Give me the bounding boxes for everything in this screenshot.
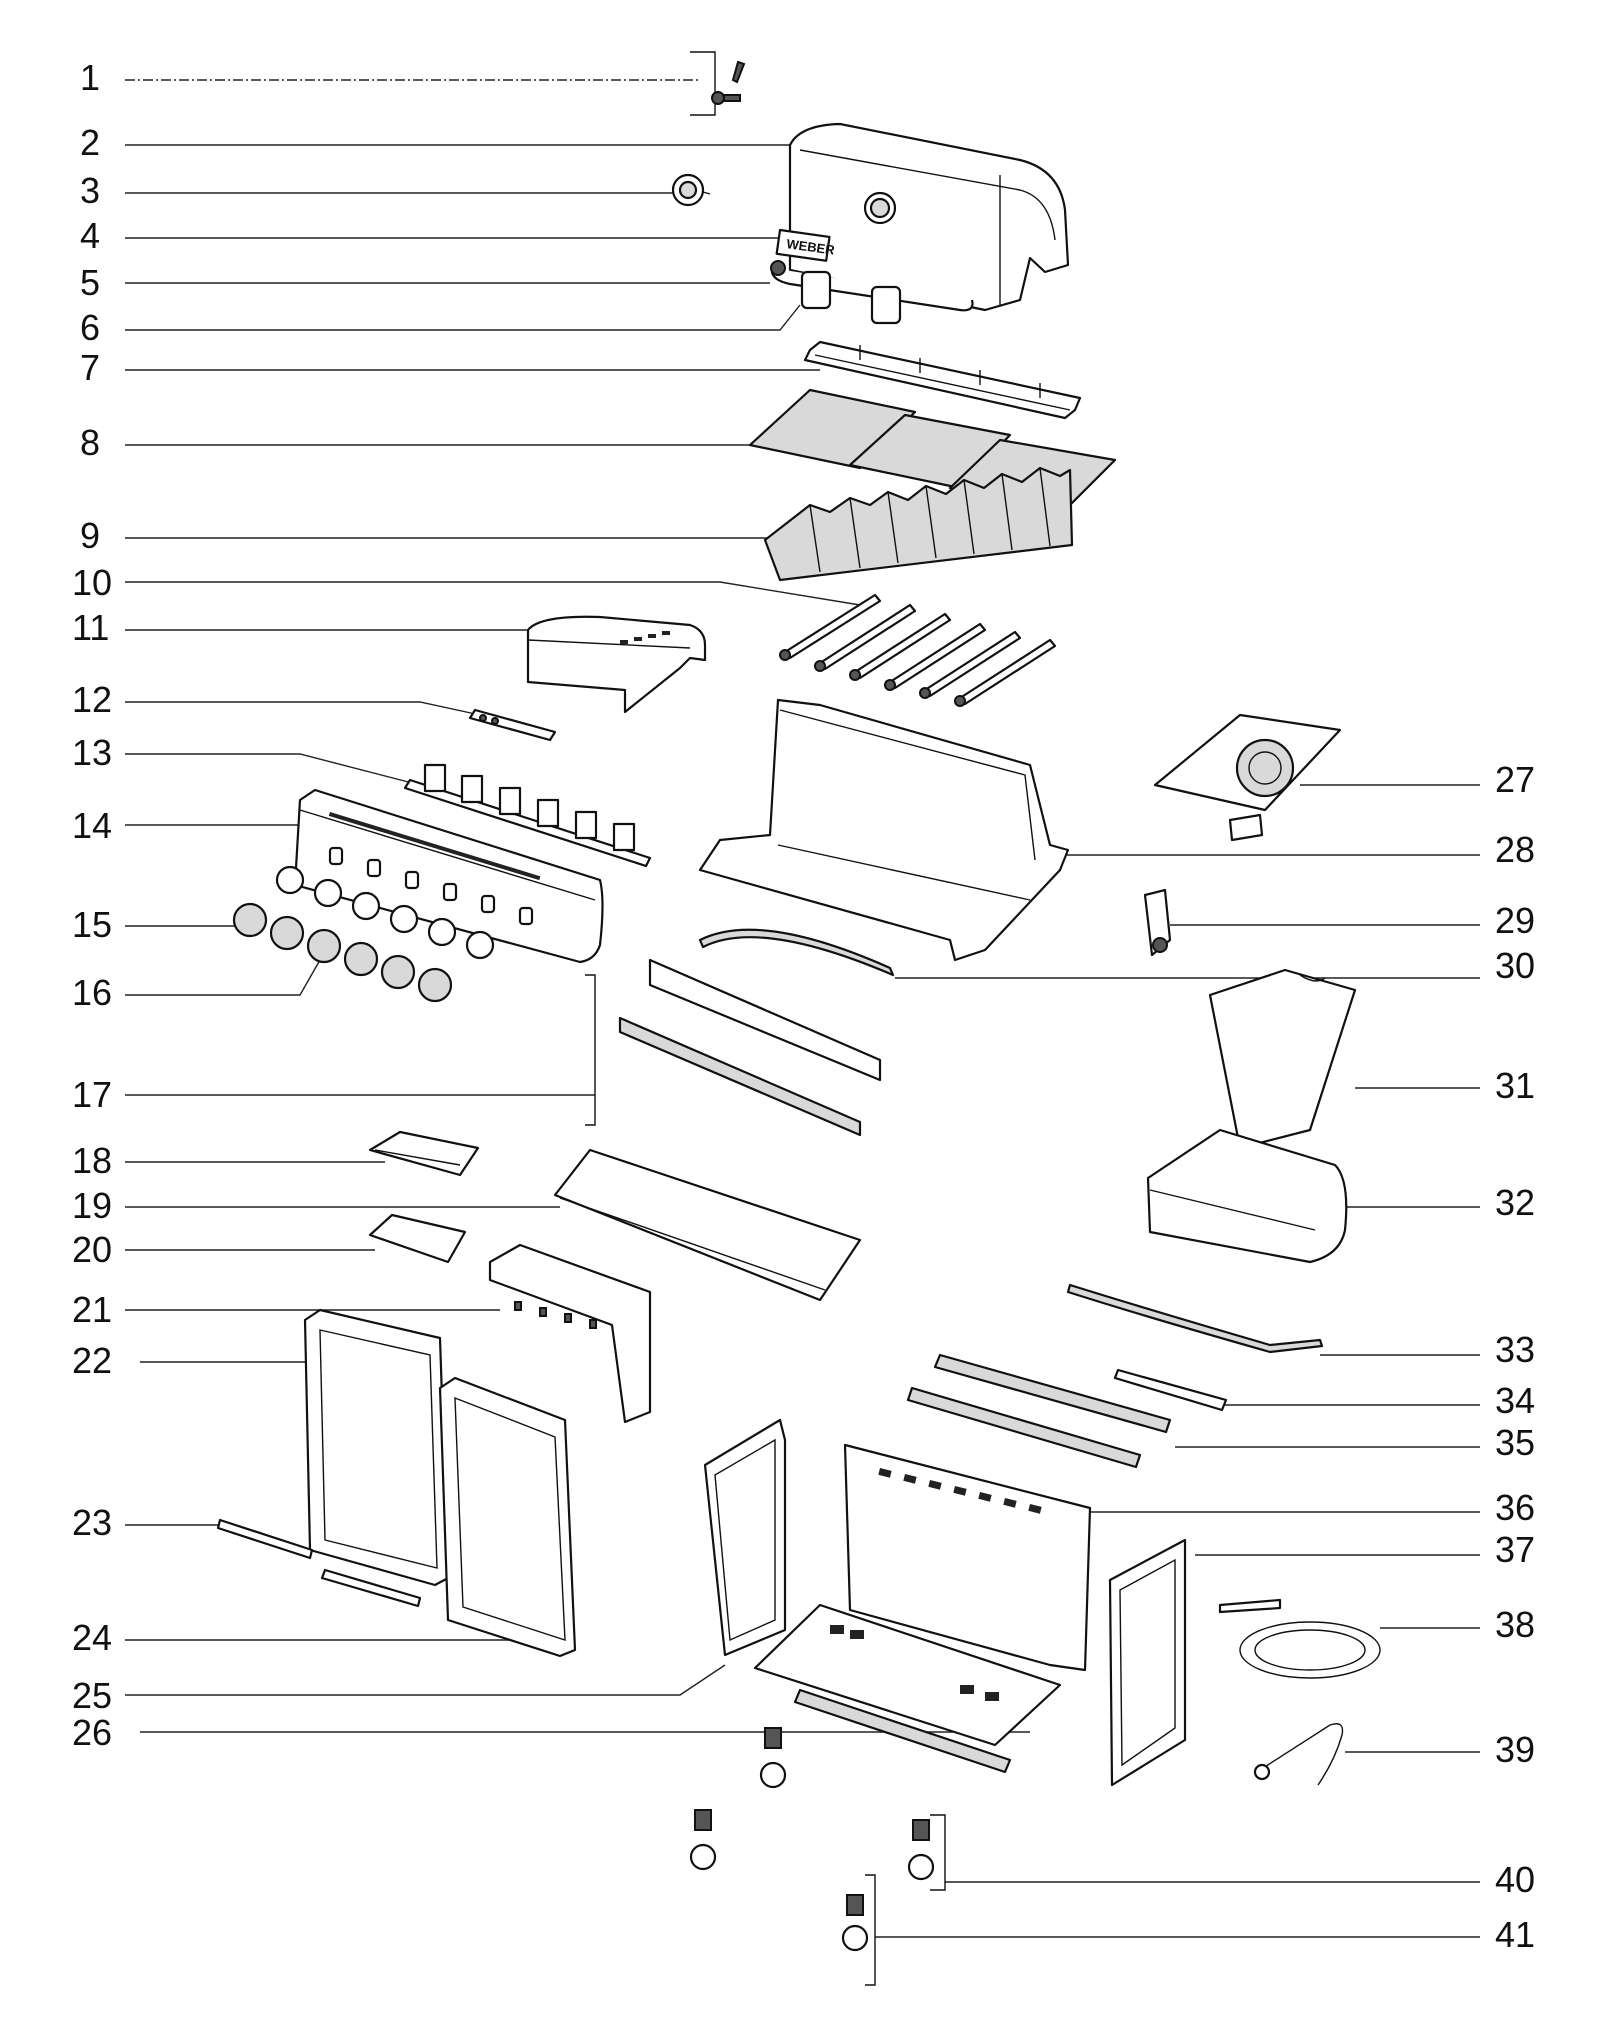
callout-33: 33 bbox=[1495, 1329, 1535, 1370]
part-1-screws bbox=[690, 51, 746, 116]
part-20-catch-pan bbox=[368, 1213, 467, 1264]
part-18-drip-tray bbox=[368, 1130, 480, 1177]
callouts-right: 27 28 29 30 31 32 33 34 35 36 37 38 39 4… bbox=[1495, 759, 1535, 1955]
callout-14: 14 bbox=[72, 805, 112, 846]
callout-2: 2 bbox=[80, 122, 100, 163]
callout-25: 25 bbox=[72, 1675, 112, 1716]
part-27-side-burner bbox=[1153, 713, 1342, 842]
callout-26: 26 bbox=[72, 1712, 112, 1753]
callout-13: 13 bbox=[72, 732, 112, 773]
part-17-heat-shields bbox=[585, 958, 882, 1137]
callout-10: 10 bbox=[72, 562, 112, 603]
part-38-gas-hose bbox=[1218, 1598, 1381, 1679]
callout-5: 5 bbox=[80, 262, 100, 303]
callout-1: 1 bbox=[80, 57, 100, 98]
callouts-left: 1 2 3 4 5 6 7 8 9 10 11 12 13 14 15 16 1… bbox=[72, 57, 112, 1753]
callout-6: 6 bbox=[80, 307, 100, 348]
callout-24: 24 bbox=[72, 1617, 112, 1658]
callout-19: 19 bbox=[72, 1185, 112, 1226]
part-25-left-frame bbox=[703, 1418, 787, 1657]
part-11-panel-cover bbox=[526, 615, 707, 714]
part-29-igniter bbox=[1143, 888, 1172, 957]
callout-3: 3 bbox=[80, 170, 100, 211]
part-5-6-handle bbox=[770, 260, 974, 325]
part-15-16-knobs bbox=[232, 865, 495, 1003]
callout-28: 28 bbox=[1495, 829, 1535, 870]
callout-7: 7 bbox=[80, 347, 100, 388]
part-10-burner-tubes bbox=[779, 593, 1057, 707]
leader-lines-left bbox=[125, 79, 1030, 1733]
part-31-side-lid bbox=[1208, 968, 1357, 1150]
part-34-bar bbox=[1113, 1368, 1228, 1412]
callout-11: 11 bbox=[72, 607, 109, 648]
callout-9: 9 bbox=[80, 515, 100, 556]
callout-15: 15 bbox=[72, 904, 112, 945]
part-26-bottom-shelf bbox=[753, 1603, 1062, 1747]
callout-31: 31 bbox=[1495, 1065, 1535, 1106]
part-13-manifold bbox=[403, 763, 652, 868]
part-7-warming-rack bbox=[803, 340, 1082, 420]
callout-20: 20 bbox=[72, 1229, 112, 1270]
callout-38: 38 bbox=[1495, 1604, 1535, 1645]
callout-27: 27 bbox=[1495, 759, 1535, 800]
part-23-handles bbox=[216, 1518, 422, 1608]
part-19-bottom-tray bbox=[553, 1148, 862, 1302]
callout-35: 35 bbox=[1495, 1422, 1535, 1463]
part-21-side-panel bbox=[488, 1243, 652, 1424]
part-33-hose bbox=[1066, 1283, 1324, 1354]
part-35-rails bbox=[906, 1353, 1172, 1469]
part-3-thermometer bbox=[671, 173, 711, 207]
part-37-right-frame bbox=[1108, 1538, 1187, 1787]
part-36-back-panel bbox=[843, 1443, 1092, 1672]
part-32-side-table bbox=[1146, 1128, 1348, 1264]
part-12-bracket bbox=[468, 708, 557, 742]
callout-4: 4 bbox=[80, 215, 100, 256]
callout-30: 30 bbox=[1495, 945, 1535, 986]
weber-logo: WEBER bbox=[786, 236, 837, 258]
callout-39: 39 bbox=[1495, 1729, 1535, 1770]
callout-22: 22 bbox=[72, 1340, 112, 1381]
callout-41: 41 bbox=[1495, 1914, 1535, 1955]
part-39-hanger bbox=[1253, 1723, 1344, 1786]
part-40-41-casters bbox=[689, 1688, 1012, 1986]
part-14-control-panel bbox=[293, 788, 604, 964]
callout-8: 8 bbox=[80, 422, 100, 463]
callout-16: 16 bbox=[72, 972, 112, 1013]
callout-18: 18 bbox=[72, 1140, 112, 1181]
callout-36: 36 bbox=[1495, 1487, 1535, 1528]
part-2-lid: WEBER bbox=[775, 122, 1070, 312]
callout-32: 32 bbox=[1495, 1182, 1535, 1223]
part-22-24-doors bbox=[303, 1308, 577, 1658]
part-9-flavorizer-bars bbox=[763, 466, 1074, 582]
part-28-cookbox bbox=[698, 698, 1070, 962]
callout-40: 40 bbox=[1495, 1859, 1535, 1900]
callout-12: 12 bbox=[72, 679, 112, 720]
callout-37: 37 bbox=[1495, 1529, 1535, 1570]
callout-23: 23 bbox=[72, 1502, 112, 1543]
callout-29: 29 bbox=[1495, 900, 1535, 941]
callout-17: 17 bbox=[72, 1074, 112, 1115]
part-30-hose bbox=[698, 928, 895, 977]
callout-21: 21 bbox=[72, 1289, 112, 1330]
callout-34: 34 bbox=[1495, 1380, 1535, 1421]
leader-lines-right bbox=[875, 784, 1480, 1938]
